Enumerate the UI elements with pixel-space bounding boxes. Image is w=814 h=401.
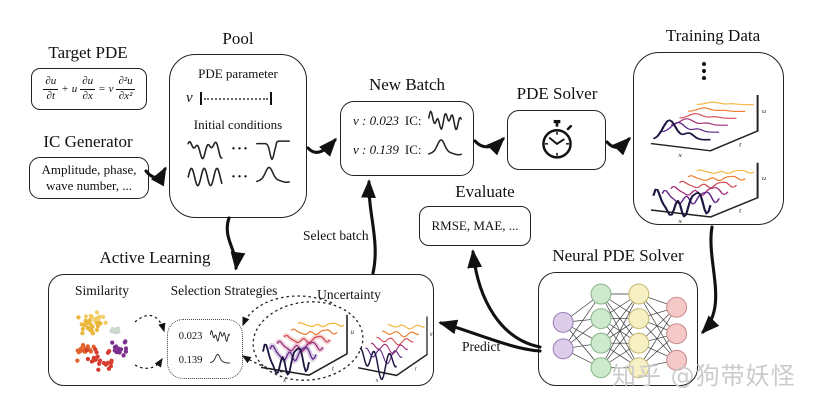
batch-row: ν : 0.023 IC: — [341, 105, 473, 134]
eq-frac3-num: ∂²u — [116, 75, 135, 90]
svg-text:x: x — [677, 151, 683, 158]
batch-nu-value: ν : 0.023 — [353, 112, 399, 128]
target-pde-title: Target PDE — [48, 43, 128, 62]
pde-equation: ∂u∂t + u ∂u∂x = ν ∂²u∂x² — [32, 69, 146, 109]
batch-ic-label: IC: — [404, 141, 422, 157]
nu-range-slider: ν — [186, 90, 306, 107]
nu-symbol: ν — [186, 90, 193, 106]
ic-samples-row2: ··· — [170, 163, 306, 191]
pool-title: Pool — [222, 29, 254, 48]
neural-pde-solver-title: Neural PDE Solver — [552, 246, 684, 265]
ic-wave-icon — [187, 167, 223, 187]
active-learning-box: Similarity Selection Strategies 0.023 0.… — [48, 274, 434, 386]
pde-parameter-label: PDE parameter — [198, 66, 278, 81]
svg-text:t: t — [415, 366, 417, 372]
training-sample-plot: x t u — [650, 162, 767, 224]
batch-ic-label: IC: — [404, 112, 422, 128]
arrow-newbatch-to-solver — [473, 137, 505, 156]
batch-ic-wave-icon — [428, 139, 463, 156]
eq-frac3-den: ∂x² — [118, 89, 133, 102]
new-batch-title: New Batch — [368, 75, 445, 94]
pde-solver-title: PDE Solver — [516, 84, 598, 103]
initial-conditions-label: Initial conditions — [193, 117, 283, 132]
ic-generator-box: Amplitude, phase, wave number, ... — [29, 157, 149, 199]
svg-text:t: t — [739, 207, 742, 214]
selection-row: 0.023 — [168, 324, 242, 348]
svg-text:t: t — [739, 140, 742, 147]
evaluate-box: RMSE, MAE, ... — [419, 206, 531, 246]
predict-label: Predict — [462, 339, 501, 354]
selection-strategies-box: 0.023 0.139 — [167, 319, 243, 379]
evaluate-title: Evaluate — [455, 182, 515, 201]
similarity-scatter-plot — [75, 310, 129, 372]
stopwatch-icon — [541, 119, 572, 159]
eq-frac1-num: ∂u — [43, 75, 59, 90]
svg-text:u: u — [351, 329, 355, 336]
svg-text:u: u — [762, 175, 767, 182]
pool-box: PDE parameter ν Initial conditions ··· ·… — [169, 54, 307, 218]
select-batch-label: Select batch — [303, 228, 369, 243]
eq-frac2-num: ∂u — [80, 75, 96, 90]
arrow-pool-to-newbatch — [306, 137, 337, 157]
training-data-box: x t u x t u — [633, 52, 784, 225]
selection-wave-icon — [210, 330, 231, 342]
neural-pde-solver-box — [538, 272, 698, 386]
svg-text:u: u — [430, 331, 433, 337]
vertical-ellipsis-icon — [702, 59, 706, 83]
target-pde-box: ∂u∂t + u ∂u∂x = ν ∂²u∂x² — [31, 68, 147, 110]
uncertainty-label: Uncertainty — [317, 287, 381, 302]
arrow-active-to-newbatch-select — [361, 179, 377, 275]
eq-plus: + — [61, 83, 69, 95]
arrow-neural-to-evaluate — [467, 249, 542, 349]
watermark: 知乎 @狗带妖怪 — [612, 362, 796, 390]
arrow-training-to-neural — [701, 225, 720, 335]
selection-wave-icon — [210, 353, 231, 364]
eq-nu: ν — [108, 83, 114, 95]
ic-wave-icon — [187, 141, 223, 160]
training-data-title: Training Data — [665, 26, 761, 45]
ic-wave-icon — [256, 140, 290, 161]
ic-samples-row1: ··· — [170, 135, 306, 163]
selection-strategies-label: Selection Strategies — [170, 283, 278, 298]
eq-u: u — [71, 83, 78, 95]
similarity-label: Similarity — [75, 283, 129, 298]
eq-frac1-den: ∂t — [46, 89, 56, 102]
eq-frac2-den: ∂x — [82, 89, 93, 102]
ic-wave-icon — [256, 166, 290, 183]
uncertainty-plot: x t u — [358, 316, 433, 383]
eq-equals: = — [98, 83, 106, 95]
arrow-solver-to-training — [605, 137, 631, 156]
svg-text:t: t — [332, 365, 335, 372]
ic-generator-title: IC Generator — [43, 132, 133, 151]
svg-text:x: x — [375, 378, 379, 383]
batch-row: ν : 0.139 IC: — [341, 134, 473, 163]
neural-network-icon — [552, 283, 688, 379]
active-learning-title: Active Learning — [99, 248, 211, 267]
pde-solver-box — [507, 110, 606, 170]
new-batch-box: ν : 0.023 IC: ν : 0.139 IC: — [340, 101, 474, 176]
batch-nu-value: ν : 0.139 — [353, 141, 399, 157]
selection-row: 0.139 — [168, 348, 242, 372]
ellipsis: ··· — [230, 168, 249, 185]
training-sample-plot: x t u — [650, 95, 767, 158]
selection-nu-value: 0.023 — [178, 330, 203, 342]
uncertainty-plot-fuzzy: x t u — [260, 314, 355, 383]
selection-nu-value: 0.139 — [178, 354, 203, 366]
ellipsis: ··· — [230, 140, 249, 157]
batch-ic-wave-icon — [428, 110, 463, 131]
svg-text:u: u — [762, 107, 767, 114]
svg-text:x: x — [677, 217, 683, 224]
svg-text:x: x — [282, 377, 287, 383]
nu-range-track — [199, 92, 272, 105]
